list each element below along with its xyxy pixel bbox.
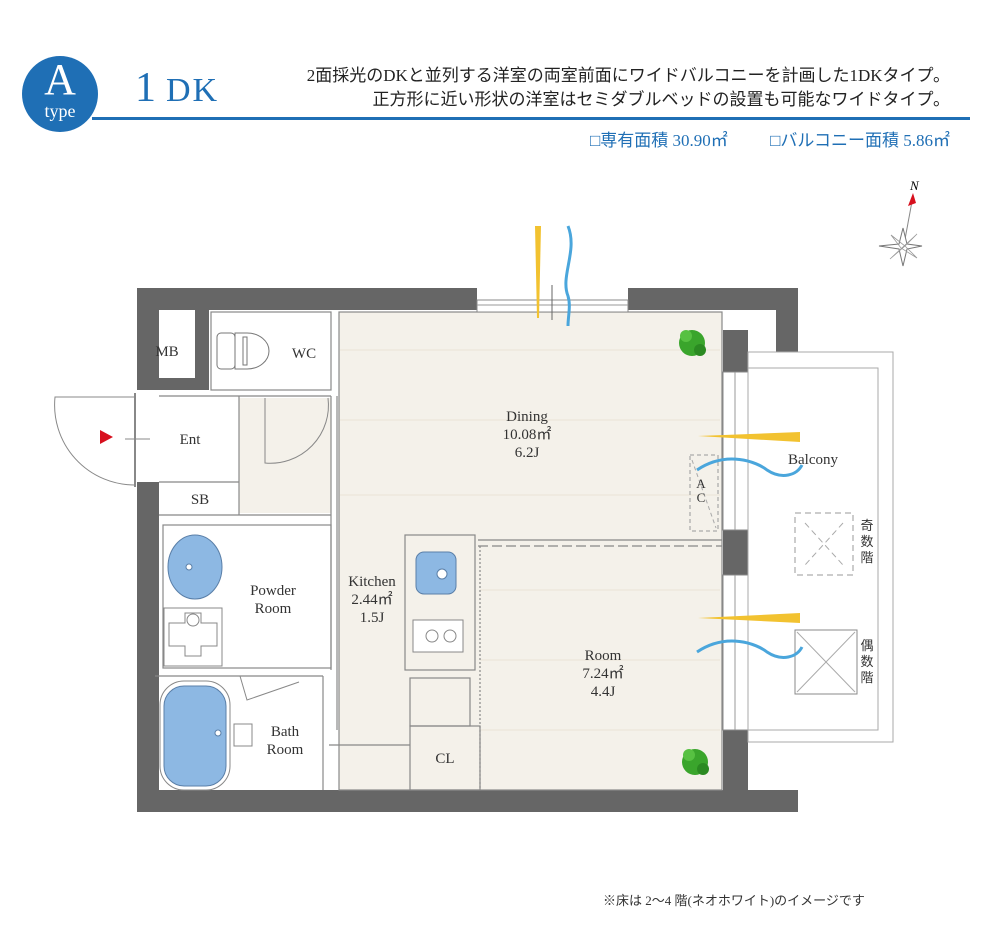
plan-description: 2面採光のDKと並列する洋室の両室前面にワイドバルコニーを計画した1DKタイプ。… bbox=[307, 64, 950, 112]
compass-north-label: N bbox=[909, 178, 920, 193]
label-odd-2: 数 bbox=[860, 534, 873, 549]
label-mb: MB bbox=[155, 344, 178, 360]
label-ac-c: C bbox=[697, 490, 706, 505]
balcony bbox=[747, 351, 894, 743]
footnote: ※床は 2〜4 階(ネオホワイト)のイメージです bbox=[603, 893, 865, 908]
label-bath-1: Bath bbox=[271, 724, 300, 740]
balcony-area: □バルコニー面積 5.86㎡ bbox=[770, 131, 950, 150]
label-wc: WC bbox=[292, 346, 316, 362]
ac-unit bbox=[689, 454, 719, 532]
east-window-room[interactable] bbox=[722, 574, 749, 731]
entry-arrow-icon bbox=[100, 430, 113, 444]
label-room-jo: 4.4J bbox=[591, 684, 616, 700]
label-powder-1: Powder bbox=[250, 583, 296, 599]
description-line-2: 正方形に近い形状の洋室はセミダブルベッドの設置も可能なワイドタイプ。 bbox=[372, 90, 951, 109]
description-line-1: 2面採光のDKと並列する洋室の両室前面にワイドバルコニーを計画した1DKタイプ。 bbox=[306, 66, 950, 85]
layout-number: 1 bbox=[135, 65, 158, 111]
exclusive-area: □専有面積 30.90㎡ bbox=[590, 131, 728, 150]
label-bath-2: Room bbox=[267, 742, 304, 758]
type-badge: A type bbox=[22, 56, 98, 132]
label-even-2: 数 bbox=[860, 654, 873, 669]
label-kitchen: Kitchen bbox=[348, 574, 396, 590]
label-odd-3: 階 bbox=[860, 550, 873, 565]
label-even-3: 階 bbox=[860, 670, 873, 685]
wind-icon bbox=[696, 457, 804, 477]
plant-icon bbox=[682, 749, 709, 775]
layout-code: DK bbox=[166, 72, 220, 109]
wind-icon bbox=[564, 225, 573, 327]
label-even-1: 偶 bbox=[860, 638, 873, 653]
kitchen-sink-icon bbox=[415, 551, 457, 595]
label-dining: Dining bbox=[506, 409, 548, 425]
washing-machine-icon bbox=[163, 607, 223, 667]
wash-basin-icon bbox=[167, 534, 223, 600]
type-label: type bbox=[44, 101, 76, 121]
label-odd-1: 奇 bbox=[860, 518, 873, 533]
sunlight-icon bbox=[698, 432, 800, 442]
label-ent: Ent bbox=[180, 432, 202, 448]
east-window-dining[interactable] bbox=[722, 371, 749, 531]
hall-floor bbox=[239, 398, 331, 513]
sunlight-icon bbox=[698, 613, 800, 623]
label-powder-2: Room bbox=[255, 601, 292, 617]
wind-icon bbox=[696, 639, 804, 659]
wc-door-swing bbox=[264, 397, 329, 464]
label-ac-a: A bbox=[696, 476, 706, 491]
label-dining-area: 10.08㎡ bbox=[503, 426, 552, 443]
header-rule bbox=[92, 117, 970, 120]
ldk-floor bbox=[339, 312, 722, 790]
label-room: Room bbox=[585, 648, 622, 664]
plant-icon bbox=[679, 330, 706, 356]
type-letter: A bbox=[44, 55, 76, 104]
toilet-icon bbox=[216, 332, 270, 370]
label-kitchen-jo: 1.5J bbox=[360, 610, 385, 626]
area-summary: □専有面積 30.90㎡ □バルコニー面積 5.86㎡ bbox=[552, 126, 950, 151]
bathtub-icon bbox=[159, 675, 300, 791]
even-floor-hatch bbox=[794, 629, 858, 695]
entrance-door[interactable] bbox=[54, 393, 150, 487]
compass-rose-icon: N bbox=[878, 178, 923, 267]
stove-icon bbox=[412, 619, 464, 653]
label-cl: CL bbox=[435, 751, 454, 767]
exterior-walls bbox=[137, 288, 798, 812]
north-window[interactable] bbox=[476, 285, 629, 320]
label-balcony: Balcony bbox=[788, 452, 838, 468]
label-sb: SB bbox=[191, 492, 209, 508]
label-dining-jo: 6.2J bbox=[515, 445, 540, 461]
label-room-area: 7.24㎡ bbox=[582, 665, 623, 682]
sunlight-icon bbox=[535, 226, 541, 318]
label-kitchen-area: 2.44㎡ bbox=[351, 591, 392, 608]
